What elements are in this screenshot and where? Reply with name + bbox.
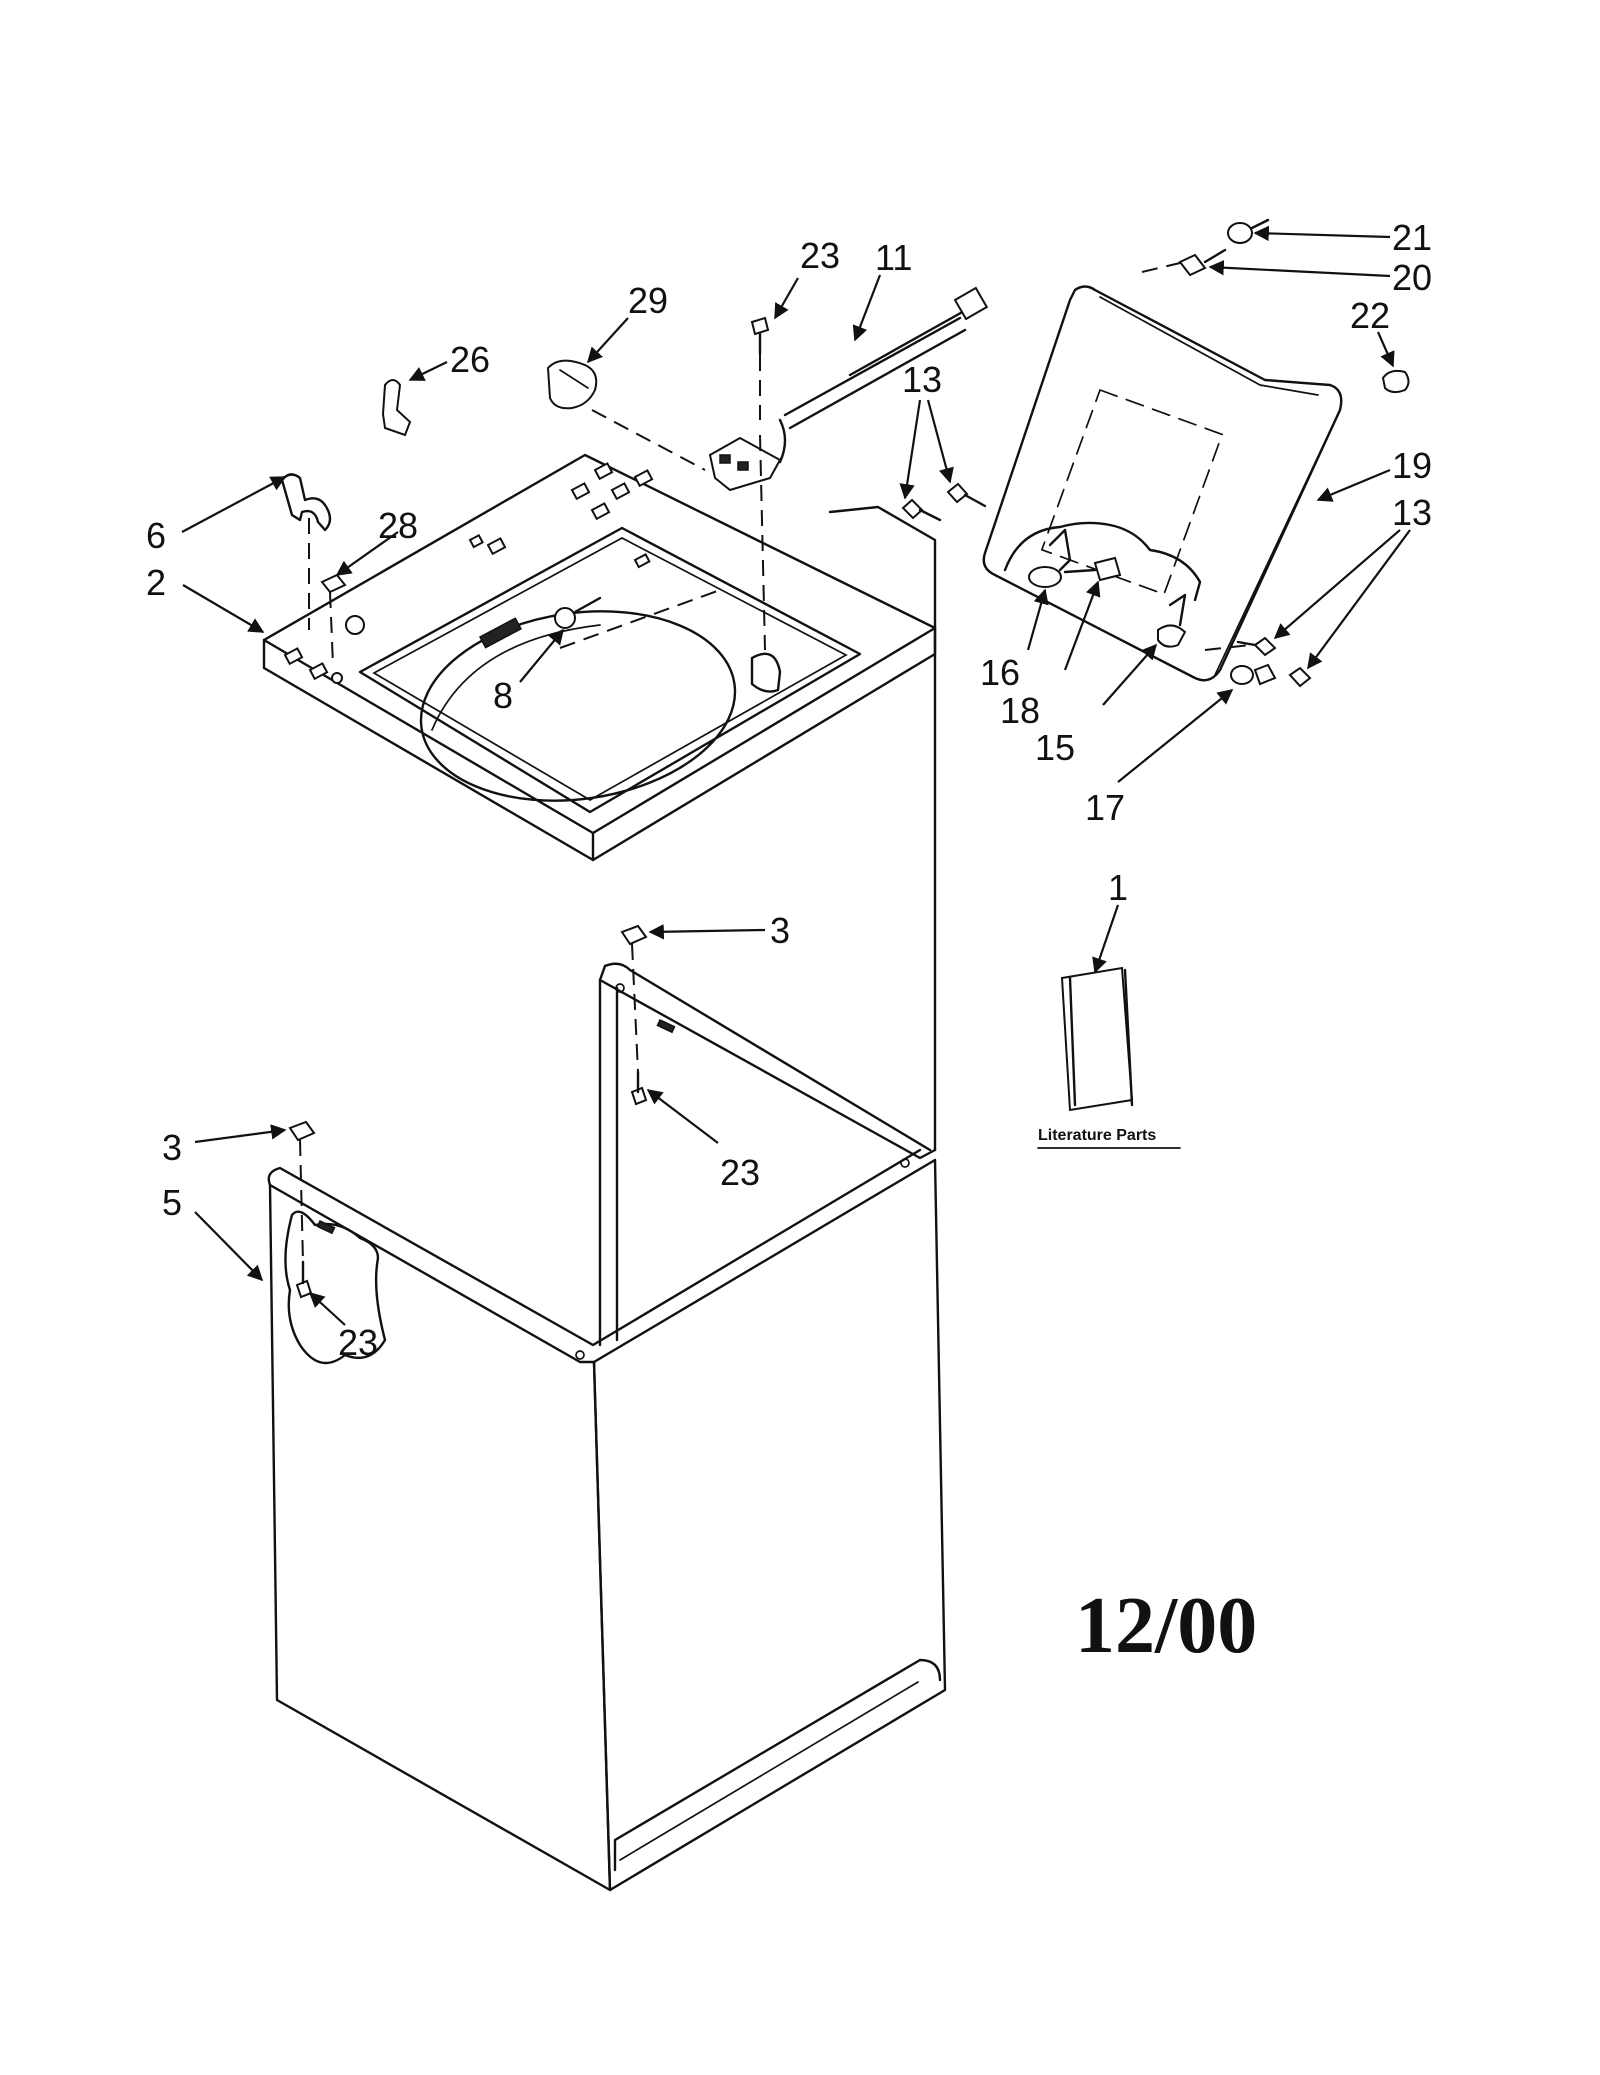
part-20-hinge-pin (1178, 248, 1227, 277)
callout-11: 11 (875, 237, 912, 278)
callout-23-top: 23 (800, 235, 840, 276)
part-16-hinge (1028, 528, 1072, 588)
callout-6: 6 (146, 515, 166, 556)
callout-22: 22 (1350, 295, 1390, 336)
callout-23-cabinet: 23 (720, 1152, 760, 1193)
literature-booklet (1060, 966, 1134, 1112)
part-18-plug (1063, 556, 1122, 582)
callout-26: 26 (450, 339, 490, 380)
part-3-clip-upper (620, 924, 648, 946)
part-11-harness (708, 286, 989, 492)
date-code: 12/00 (1075, 1582, 1257, 1670)
part-28-block (320, 573, 347, 594)
callout-1: 1 (1108, 867, 1128, 908)
part-23-screw-top (750, 316, 770, 356)
callout-labels: 21 20 22 19 13 13 11 23 29 26 6 28 2 8 1… (146, 217, 1432, 1363)
part-15-hinge (1157, 593, 1187, 648)
part-23-screw-side (295, 1260, 313, 1299)
part-13-screws-upper (901, 482, 987, 522)
callout-29: 29 (628, 280, 668, 321)
part-23-screw-cabinet (630, 1070, 648, 1106)
part-3-clip-left (288, 1120, 316, 1142)
part-22-bumper (1381, 369, 1410, 394)
callout-28: 28 (378, 505, 418, 546)
part-17-bolt (1230, 663, 1277, 686)
part-26-clip (381, 379, 412, 437)
part-6-bracket (280, 473, 332, 532)
part-29-cap (546, 359, 598, 410)
callout-3-upper: 3 (770, 910, 790, 951)
callout-21: 21 (1392, 217, 1432, 258)
assembly-lines (299, 262, 1251, 1263)
callout-18: 18 (1000, 690, 1040, 731)
callout-20: 20 (1392, 257, 1432, 298)
callout-15: 15 (1035, 727, 1075, 768)
part-8-screw (554, 596, 602, 629)
callout-2: 2 (146, 562, 166, 603)
part-13-screws-lower (1236, 636, 1312, 688)
cabinet (267, 505, 947, 1892)
callout-leaders (181, 225, 1411, 1326)
callout-19: 19 (1392, 445, 1432, 486)
callout-8: 8 (493, 675, 513, 716)
callout-5: 5 (162, 1182, 182, 1223)
literature-parts-label: Literature Parts (1038, 1127, 1156, 1144)
callout-3-left: 3 (162, 1127, 182, 1168)
callout-23-side: 23 (338, 1322, 378, 1363)
callout-13-right: 13 (1392, 492, 1432, 533)
callout-13-top: 13 (902, 359, 942, 400)
part-21-bumper (1227, 218, 1270, 244)
lid (982, 285, 1343, 682)
callout-16: 16 (980, 652, 1020, 693)
top-panel (262, 453, 937, 862)
callout-17: 17 (1085, 787, 1125, 828)
